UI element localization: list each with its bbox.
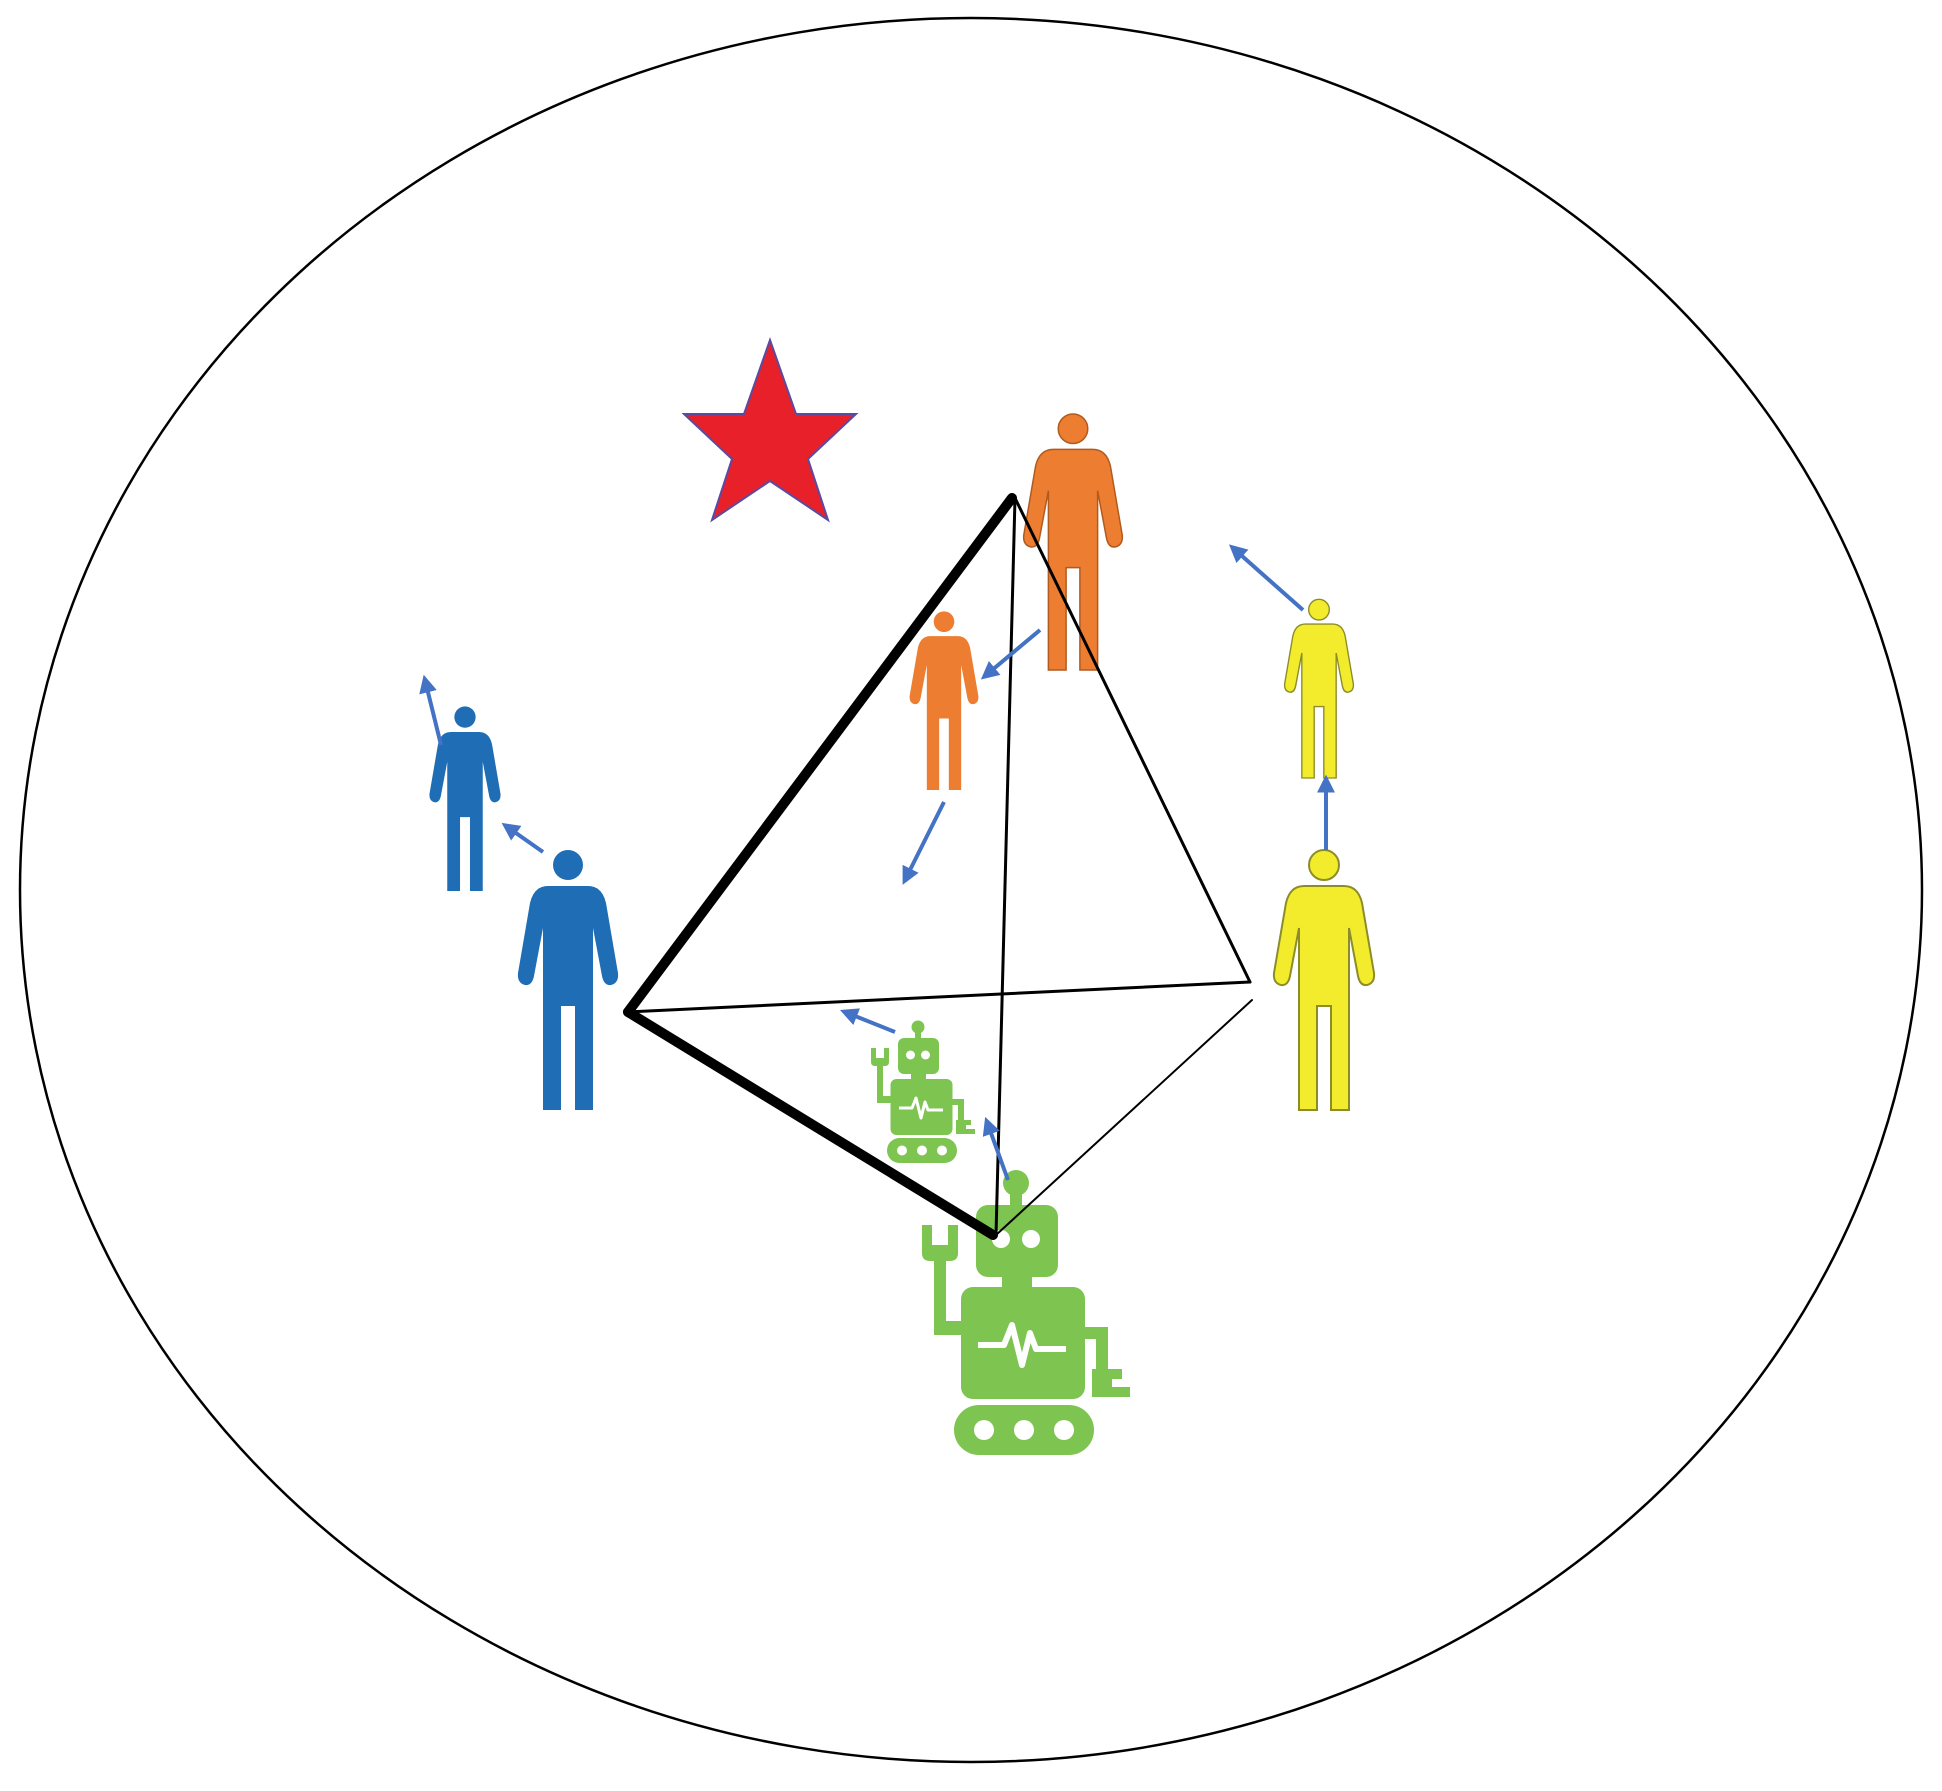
arrow-robot-large (982, 1116, 1010, 1181)
link-blue-yellow (626, 980, 1252, 1014)
yellow-person-small (1283, 598, 1355, 779)
movement-arrows (419, 544, 1335, 1181)
arrow-blue-large (501, 822, 545, 854)
robot-small (871, 1020, 975, 1163)
link-orange-yellow (1013, 496, 1252, 984)
arrow-robot-small (839, 1008, 896, 1034)
agent-links (623, 493, 1253, 1240)
link-blue-robot (623, 1007, 998, 1240)
arrow-yellow-small (1228, 544, 1305, 612)
link-robot-yellow (995, 999, 1253, 1236)
orange-person-small (909, 611, 979, 790)
arrow-orange-small (902, 801, 946, 885)
arrow-blue-small (419, 674, 443, 746)
yellow-person-large (1272, 848, 1376, 1112)
blue-person-large (517, 850, 619, 1110)
link-blue-orange (623, 493, 1017, 1017)
link-orange-robot (994, 496, 1017, 1237)
star-target-icon (681, 336, 859, 523)
arrow-orange-large (980, 628, 1042, 680)
environment-boundary-circle (18, 16, 1924, 1764)
